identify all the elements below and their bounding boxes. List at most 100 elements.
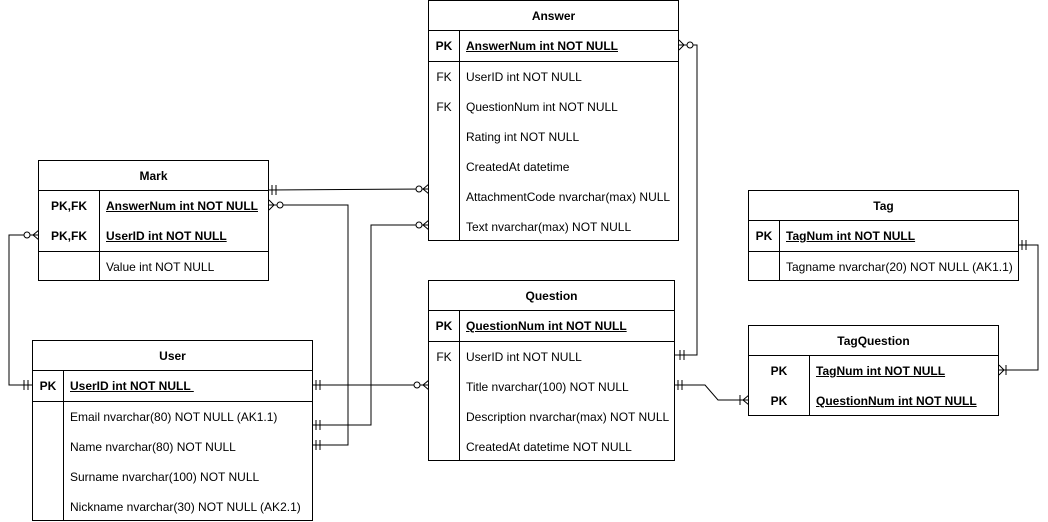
key-badge: PK	[770, 364, 788, 378]
pk-row[interactable]: PK AnswerNum int NOT NULL	[429, 31, 678, 61]
key-badge	[749, 252, 779, 282]
key-badge: PK	[435, 319, 453, 333]
attribute-row[interactable]: FK UserID int NOT NULL	[429, 342, 674, 372]
column-divider	[779, 221, 780, 280]
column-divider	[809, 356, 810, 415]
entity-question[interactable]: Question PK QuestionNum int NOT NULL FK …	[428, 280, 675, 461]
attribute-field: UserID int NOT NULL	[466, 350, 582, 364]
pk-field: UserID int NOT NULL	[106, 229, 227, 243]
pk-row[interactable]: PK QuestionNum int NOT NULL	[429, 311, 674, 341]
crowfoot-mark-user-name	[268, 199, 275, 211]
mandatory-bars-question-answer	[679, 350, 685, 360]
key-badge: FK	[436, 100, 452, 114]
primary-key-section: PK,FK AnswerNum int NOT NULL PK,FK UserI…	[39, 191, 268, 252]
key-badge	[33, 462, 63, 492]
attribute-field: Nickname nvarchar(30) NOT NULL (AK2.1)	[70, 500, 301, 514]
attribute-field: Tagname nvarchar(20) NOT NULL (AK1.1)	[786, 260, 1013, 274]
key-badge	[429, 402, 459, 432]
pk-row[interactable]: PK,FK AnswerNum int NOT NULL	[39, 191, 268, 221]
entity-user[interactable]: User PK UserID int NOT NULL Email nvarch…	[32, 340, 313, 521]
key-badge	[429, 122, 459, 152]
attribute-field: UserID int NOT NULL	[466, 70, 582, 84]
attribute-row[interactable]: Name nvarchar(80) NOT NULL	[33, 432, 312, 462]
crowfoot-answer-question	[678, 39, 685, 51]
attribute-row[interactable]: Text nvarchar(max) NOT NULL	[429, 212, 678, 242]
attribute-section: Tagname nvarchar(20) NOT NULL (AK1.1)	[749, 252, 1018, 282]
attribute-field: Title nvarchar(100) NOT NULL	[466, 380, 629, 394]
entity-answer[interactable]: Answer PK AnswerNum int NOT NULL FK User…	[428, 0, 679, 241]
pk-row[interactable]: PK,FK UserID int NOT NULL	[39, 221, 268, 251]
crowfoot-tagquestion-tag	[998, 364, 1007, 376]
key-badge	[39, 252, 99, 282]
optional-circle-answer-mark	[415, 185, 423, 193]
entity-title: Mark	[39, 161, 268, 191]
entity-title: Tag	[749, 191, 1018, 221]
attribute-section: FK UserID int NOT NULL Title nvarchar(10…	[429, 342, 674, 462]
attribute-field: AttachmentCode nvarchar(max) NULL	[466, 190, 671, 204]
key-badge: PK	[755, 229, 773, 243]
attribute-row[interactable]: FK UserID int NOT NULL	[429, 62, 678, 92]
attribute-row[interactable]: Tagname nvarchar(20) NOT NULL (AK1.1)	[749, 252, 1018, 282]
key-badge	[429, 182, 459, 212]
connector-tagquestion-tag	[999, 244, 1039, 371]
pk-field: AnswerNum int NOT NULL	[466, 39, 618, 53]
connector-tagquestion-question	[675, 384, 749, 401]
attribute-row[interactable]: Rating int NOT NULL	[429, 122, 678, 152]
pk-row[interactable]: PK TagNum int NOT NULL	[749, 221, 1018, 251]
attribute-row[interactable]: Surname nvarchar(100) NOT NULL	[33, 462, 312, 492]
attribute-row[interactable]: Nickname nvarchar(30) NOT NULL (AK2.1)	[33, 492, 312, 522]
attribute-row[interactable]: CreatedAt datetime NOT NULL	[429, 432, 674, 462]
attribute-row[interactable]: Title nvarchar(100) NOT NULL	[429, 372, 674, 402]
mandatory-bars-tag-tagquestion	[1021, 240, 1027, 250]
connector-mark-user-name	[269, 204, 349, 446]
key-badge	[429, 212, 459, 242]
column-divider	[99, 191, 100, 280]
pk-row[interactable]: PK TagNum int NOT NULL	[749, 356, 998, 386]
mandatory-bars-user-email	[315, 420, 321, 430]
column-divider	[459, 311, 460, 460]
attribute-field: Description nvarchar(max) NOT NULL	[466, 410, 670, 424]
attribute-field: CreatedAt datetime NOT NULL	[466, 440, 632, 454]
pk-field: AnswerNum int NOT NULL	[106, 199, 258, 213]
pk-field: QuestionNum int NOT NULL	[466, 319, 627, 333]
attribute-row[interactable]: Description nvarchar(max) NOT NULL	[429, 402, 674, 432]
entity-mark[interactable]: Mark PK,FK AnswerNum int NOT NULL PK,FK …	[38, 160, 269, 281]
column-divider	[63, 371, 64, 520]
key-badge: PK	[39, 379, 57, 393]
mandatory-bars-user-name	[315, 440, 321, 450]
entity-tagquestion[interactable]: TagQuestion PK TagNum int NOT NULL PK Qu…	[748, 325, 999, 416]
attribute-row[interactable]: FK QuestionNum int NOT NULL	[429, 92, 678, 122]
entity-tag[interactable]: Tag PK TagNum int NOT NULL Tagname nvarc…	[748, 190, 1019, 281]
key-badge: FK	[436, 350, 452, 364]
pk-row[interactable]: PK UserID int NOT NULL	[33, 371, 312, 401]
attribute-row[interactable]: Value int NOT NULL	[39, 252, 268, 282]
attribute-field: Text nvarchar(max) NOT NULL	[466, 220, 632, 234]
attribute-field: Email nvarchar(80) NOT NULL (AK1.1)	[70, 410, 278, 424]
connector-answer-user	[313, 224, 429, 426]
pk-field: TagNum int NOT NULL	[786, 229, 916, 243]
pk-field: UserID int NOT NULL	[70, 379, 194, 393]
attribute-row[interactable]: CreatedAt datetime	[429, 152, 678, 182]
optional-circle-answer-user	[415, 221, 423, 229]
attribute-row[interactable]: Email nvarchar(80) NOT NULL (AK1.1)	[33, 402, 312, 432]
optional-circle-question-user	[413, 381, 421, 389]
connector-mark-answer	[268, 188, 430, 191]
pk-row[interactable]: PK QuestionNum int NOT NULL	[749, 386, 998, 416]
attribute-field: Value int NOT NULL	[106, 260, 215, 274]
column-divider	[459, 31, 460, 240]
key-badge: FK	[436, 70, 452, 84]
attribute-row[interactable]: AttachmentCode nvarchar(max) NULL	[429, 182, 678, 212]
key-badge: PK,FK	[51, 229, 87, 243]
key-badge	[33, 432, 63, 462]
entity-title: TagQuestion	[749, 326, 998, 356]
key-badge	[33, 492, 63, 522]
optional-circle-mark-user	[23, 231, 31, 239]
attribute-field: Rating int NOT NULL	[466, 130, 580, 144]
attribute-section: Value int NOT NULL	[39, 252, 268, 282]
mandatory-bars-user-mark	[23, 380, 29, 390]
pk-field: QuestionNum int NOT NULL	[816, 394, 977, 408]
key-badge	[429, 372, 459, 402]
attribute-section: Email nvarchar(80) NOT NULL (AK1.1) Name…	[33, 402, 312, 522]
